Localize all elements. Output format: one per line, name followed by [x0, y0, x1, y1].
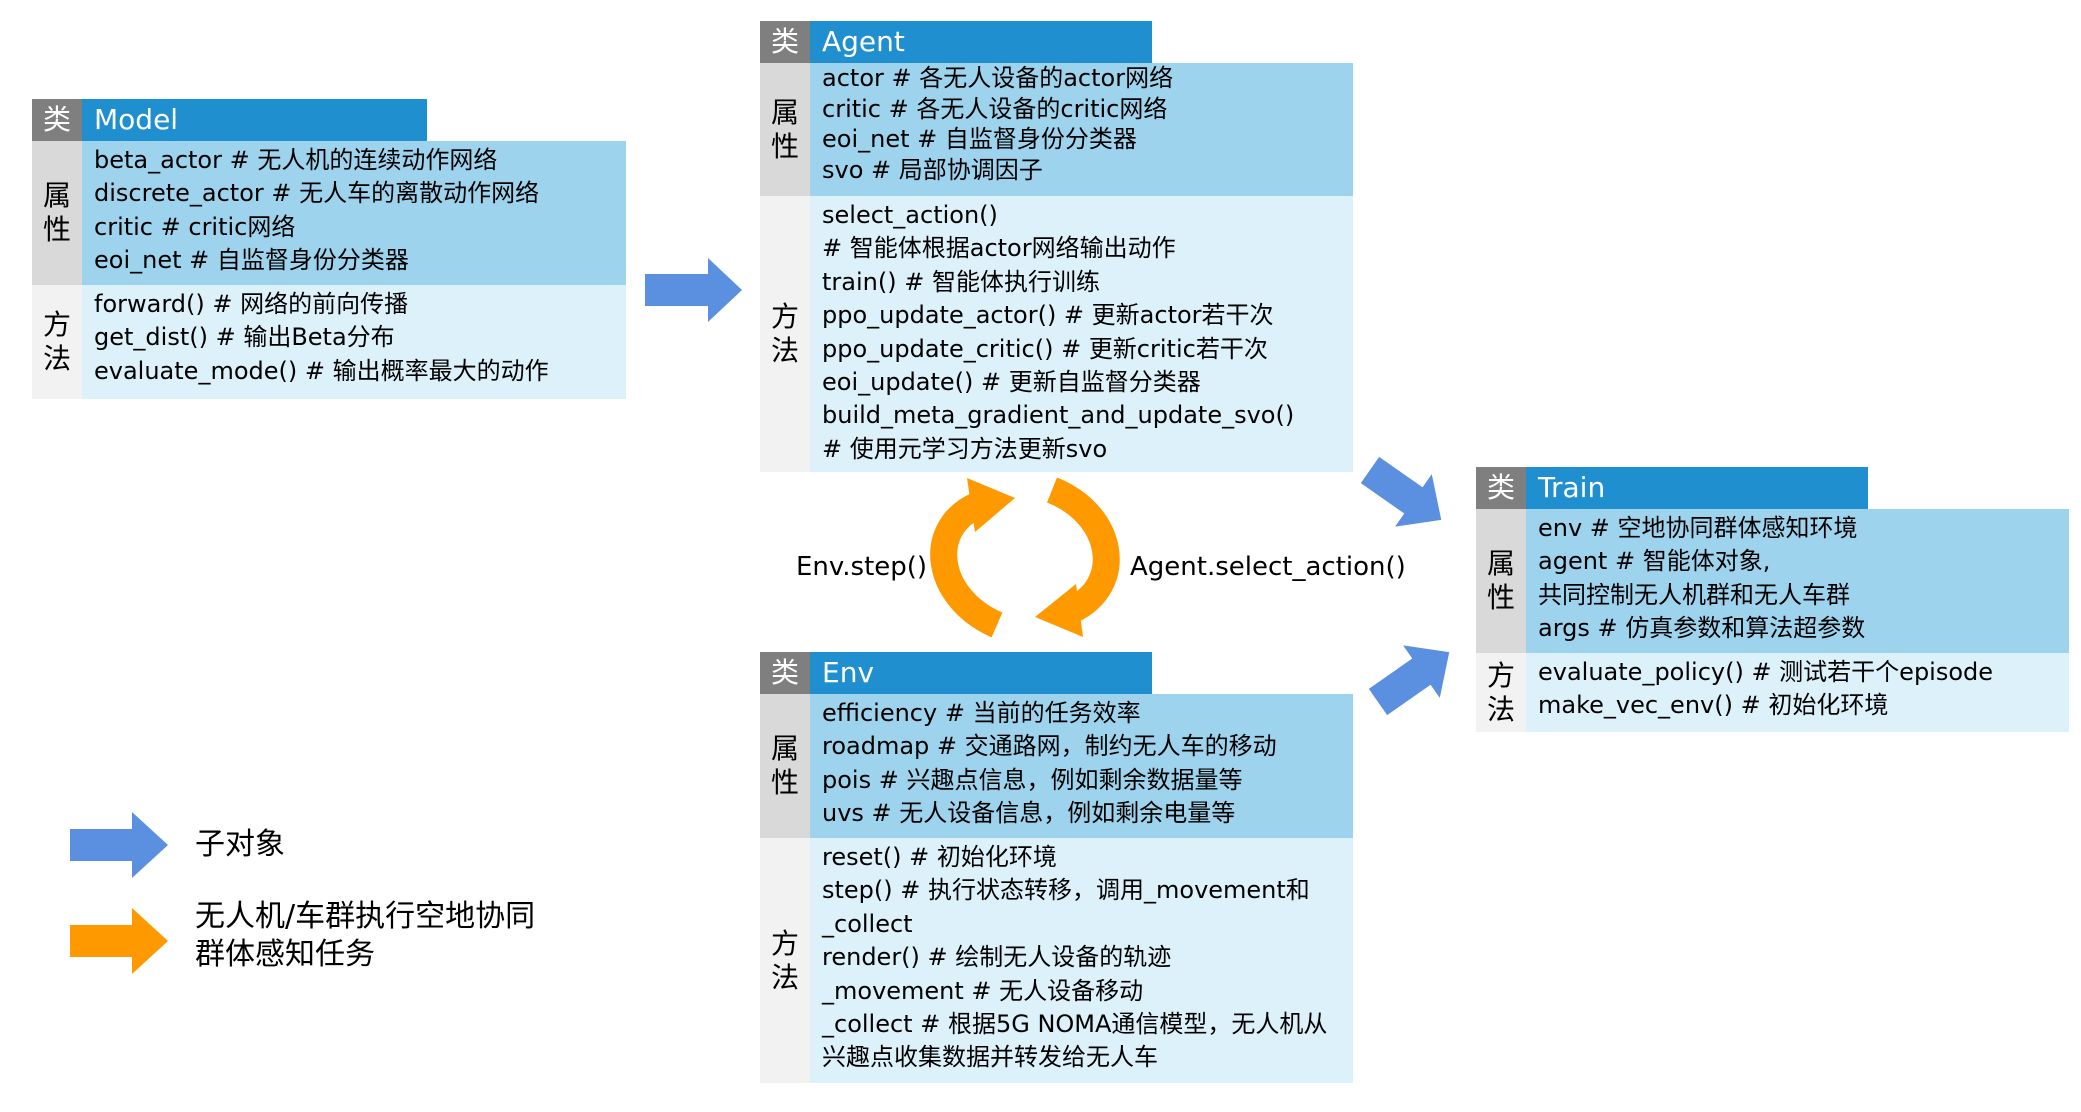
model-class-box: 类 Model 属 性 beta_actor # 无人机的连续动作网络 disc…: [32, 99, 626, 399]
env-method-4: render() # 绘制无人设备的轨迹: [822, 943, 1172, 972]
env-method-2: step() # 执行状态转移，调用_movement和: [822, 876, 1310, 905]
train-method-list: evaluate_policy() # 测试若干个episode make_ve…: [1526, 653, 2069, 732]
agent-attr-1: actor # 各无人设备的actor网络: [822, 64, 1174, 92]
method-label: 方 法: [760, 838, 810, 1083]
train-class-box: 类 Train 属 性 env # 空地协同群体感知环境 agent # 智能体…: [1476, 467, 2069, 732]
agent-title: Agent: [810, 21, 1152, 63]
model-method-list: forward() # 网络的前向传播 get_dist() # 输出Beta分…: [82, 285, 626, 399]
agent-attr-list: actor # 各无人设备的actor网络 critic # 各无人设备的cri…: [810, 63, 1353, 196]
env-method-list: reset() # 初始化环境 step() # 执行状态转移，调用_movem…: [810, 838, 1353, 1083]
class-label: 类: [760, 21, 810, 63]
model-method-3: evaluate_mode() # 输出概率最大的动作: [94, 356, 549, 385]
model-title: Model: [82, 99, 427, 141]
agent-attr-2: critic # 各无人设备的critic网络: [822, 94, 1168, 123]
model-attr-3: critic # critic网络: [94, 212, 296, 241]
agent-method-3: train() # 智能体执行训练: [822, 267, 1100, 296]
arrow-env-to-train: [1368, 645, 1450, 716]
agent-class-box: 类 Agent 属 性 actor # 各无人设备的actor网络 critic…: [760, 21, 1353, 472]
train-attr-4: args # 仿真参数和算法超参数: [1538, 614, 1866, 643]
env-attr-2: roadmap # 交通路网，制约无人车的移动: [822, 732, 1277, 761]
arrow-model-to-agent: [645, 258, 742, 322]
legend-orange-label-line2: 群体感知任务: [195, 937, 375, 972]
attr-label: 属 性: [760, 694, 810, 838]
env-method-6: _collect # 根据5G NOMA通信模型，无人机从: [822, 1010, 1328, 1039]
agent-method-1: select_action(): [822, 201, 998, 229]
train-attributes: 属 性 env # 空地协同群体感知环境 agent # 智能体对象, 共同控制…: [1476, 509, 2069, 653]
model-attr-list: beta_actor # 无人机的连续动作网络 discrete_actor #…: [82, 141, 626, 285]
class-label: 类: [1476, 467, 1526, 509]
env-class-box: 类 Env 属 性 efficiency # 当前的任务效率 roadmap #…: [760, 652, 1353, 1083]
arrow-agent-to-train: [1360, 456, 1442, 527]
model-attr-1: beta_actor # 无人机的连续动作网络: [94, 146, 498, 174]
cycle-arrow-right: [1046, 477, 1120, 623]
env-method-1: reset() # 初始化环境: [822, 843, 1057, 871]
train-attr-3: 共同控制无人机群和无人车群: [1538, 580, 1850, 609]
agent-attr-3: eoi_net # 自监督身份分类器: [822, 125, 1137, 153]
cycle-arrow-left: [930, 492, 1003, 638]
attr-label: 属 性: [760, 63, 810, 196]
legend-orange-arrow: [70, 908, 168, 974]
env-method-7: 兴趣点收集数据并转发给无人车: [822, 1043, 1158, 1072]
env-header: 类 Env: [760, 652, 1152, 694]
attr-label: 属 性: [32, 141, 82, 285]
env-method-3: _collect: [822, 909, 913, 938]
train-attr-list: env # 空地协同群体感知环境 agent # 智能体对象, 共同控制无人机群…: [1526, 509, 2069, 653]
env-methods: 方 法 reset() # 初始化环境 step() # 执行状态转移，调用_m…: [760, 838, 1353, 1083]
agent-method-7: build_meta_gradient_and_update_svo(): [822, 401, 1295, 430]
agent-method-list: select_action() # 智能体根据actor网络输出动作 train…: [810, 196, 1353, 472]
agent-method-8: # 使用元学习方法更新svo: [822, 434, 1108, 463]
agent-method-4: ppo_update_actor() # 更新actor若干次: [822, 301, 1274, 330]
legend-blue-arrow: [70, 812, 168, 878]
agent-attributes: 属 性 actor # 各无人设备的actor网络 critic # 各无人设备…: [760, 63, 1353, 196]
cycle-arrow-right-head: [1035, 584, 1083, 637]
agent-method-6: eoi_update() # 更新自监督分类器: [822, 368, 1201, 397]
attr-label: 属 性: [1476, 509, 1526, 653]
cycle-label-env-step: Env.step(): [796, 552, 928, 582]
agent-method-5: ppo_update_critic() # 更新critic若干次: [822, 334, 1268, 363]
class-label: 类: [32, 99, 82, 141]
model-method-1: forward() # 网络的前向传播: [94, 290, 409, 318]
method-label: 方 法: [32, 285, 82, 399]
method-label: 方 法: [760, 196, 810, 472]
model-attributes: 属 性 beta_actor # 无人机的连续动作网络 discrete_act…: [32, 141, 626, 285]
agent-header: 类 Agent: [760, 21, 1152, 63]
class-label: 类: [760, 652, 810, 694]
model-header: 类 Model: [32, 99, 427, 141]
model-attr-4: eoi_net # 自监督身份分类器: [94, 246, 409, 275]
model-methods: 方 法 forward() # 网络的前向传播 get_dist() # 输出B…: [32, 285, 626, 399]
agent-attr-4: svo # 局部协调因子: [822, 155, 1043, 184]
env-attr-3: pois # 兴趣点信息，例如剩余数据量等: [822, 765, 1243, 794]
env-attr-1: efficiency # 当前的任务效率: [822, 699, 1141, 727]
train-attr-1: env # 空地协同群体感知环境: [1538, 514, 1858, 542]
agent-methods: 方 法 select_action() # 智能体根据actor网络输出动作 t…: [760, 196, 1353, 472]
env-attributes: 属 性 efficiency # 当前的任务效率 roadmap # 交通路网，…: [760, 694, 1353, 838]
train-header: 类 Train: [1476, 467, 1868, 509]
model-method-2: get_dist() # 输出Beta分布: [94, 323, 395, 352]
env-attr-4: uvs # 无人设备信息，例如剩余电量等: [822, 799, 1236, 828]
legend-orange-label-line1: 无人机/车群执行空地协同: [195, 899, 536, 934]
model-attr-2: discrete_actor # 无人车的离散动作网络: [94, 179, 540, 208]
train-title: Train: [1526, 467, 1868, 509]
legend-blue-label: 子对象: [195, 827, 285, 862]
cycle-arrow-left-head: [967, 478, 1015, 532]
train-method-2: make_vec_env() # 初始化环境: [1538, 691, 1889, 720]
env-attr-list: efficiency # 当前的任务效率 roadmap # 交通路网，制约无人…: [810, 694, 1353, 838]
env-method-5: _movement # 无人设备移动: [822, 976, 1144, 1005]
train-method-1: evaluate_policy() # 测试若干个episode: [1538, 658, 1994, 686]
train-attr-2: agent # 智能体对象,: [1538, 547, 1771, 576]
env-title: Env: [810, 652, 1152, 694]
cycle-label-agent-select: Agent.select_action(): [1130, 552, 1406, 582]
train-methods: 方 法 evaluate_policy() # 测试若干个episode mak…: [1476, 653, 2069, 732]
agent-method-2: # 智能体根据actor网络输出动作: [822, 234, 1176, 263]
method-label: 方 法: [1476, 653, 1526, 732]
